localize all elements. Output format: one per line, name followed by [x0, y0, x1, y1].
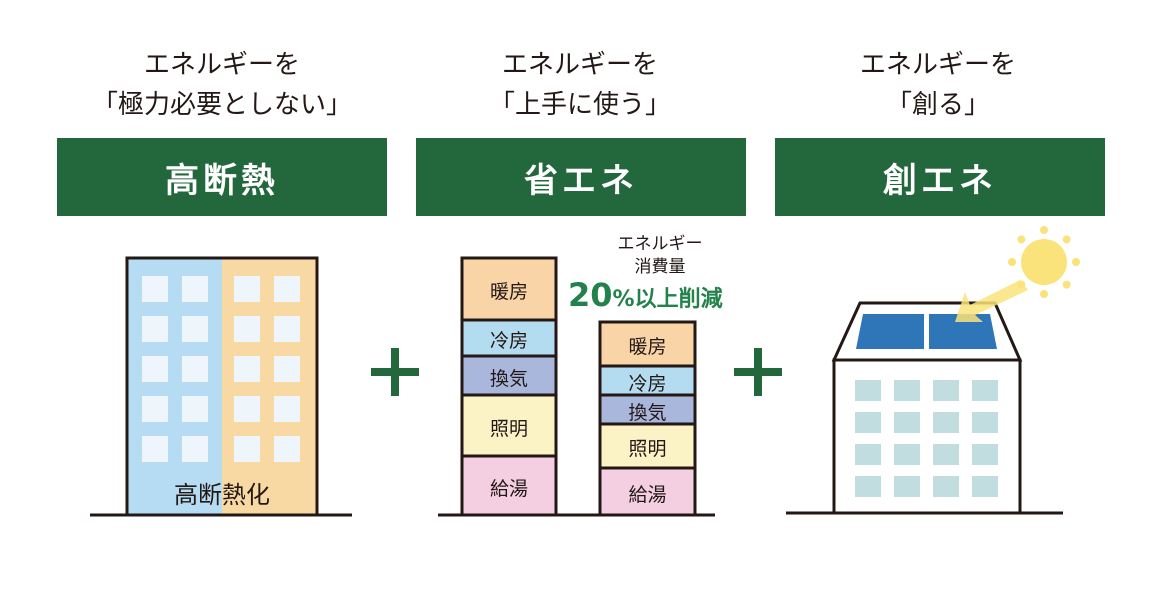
caption-col1: エネルギーを「極力必要としない」 — [42, 45, 402, 125]
stack-segment — [598, 422, 697, 470]
solar-building-icon — [786, 301, 1063, 515]
segment-label: 暖房 — [489, 281, 528, 303]
caption-line2: 「創る」 — [885, 90, 990, 120]
segment-label: 換気 — [489, 367, 528, 390]
reduction-line2: 消費量 — [634, 257, 686, 277]
stack-segment — [460, 318, 558, 358]
building-label: 高断熱化 — [174, 481, 270, 509]
caption-line1: エネルギーを — [143, 50, 300, 80]
energy-stacks — [460, 256, 697, 517]
segment-label: 換気 — [628, 401, 667, 424]
segment-label: 給湯 — [489, 477, 528, 500]
segment-label: 照明 — [489, 417, 528, 440]
reduction-line1: エネルギー — [617, 234, 703, 254]
segment-label: 給湯 — [628, 483, 667, 506]
segment-label: 照明 — [628, 438, 667, 460]
title-bar-insulation: 高断熱 — [57, 138, 387, 216]
caption-line2: 「極力必要としない」 — [91, 90, 352, 120]
title-bar-energy-saving: 省エネ — [416, 138, 746, 216]
reduction-highlight: 20%以上削減 — [568, 276, 723, 314]
title-bar-energy-creation: 創エネ — [775, 138, 1105, 216]
stack-segment — [460, 393, 558, 458]
reduction-caption: エネルギー消費量 — [600, 233, 720, 279]
sun-icon — [955, 226, 1080, 322]
reduction-number: 20 — [568, 276, 613, 314]
plus-icon — [371, 348, 419, 396]
caption-line1: エネルギーを — [859, 50, 1016, 80]
stack-segment — [460, 256, 558, 322]
caption-col2: エネルギーを「上手に使う」 — [400, 45, 760, 125]
stack-segment — [460, 454, 558, 517]
segment-label: 冷房 — [628, 372, 667, 395]
reduction-text: %以上削減 — [612, 287, 723, 312]
segment-label: 冷房 — [489, 330, 528, 352]
caption-line2: 「上手に使う」 — [488, 90, 671, 120]
segment-label: 暖房 — [628, 336, 667, 358]
plus-icon — [734, 348, 782, 396]
caption-line1: エネルギーを — [501, 50, 658, 80]
stack-segment — [598, 364, 697, 397]
insulated-building-icon — [90, 256, 352, 517]
caption-col3: エネルギーを「創る」 — [758, 45, 1118, 125]
